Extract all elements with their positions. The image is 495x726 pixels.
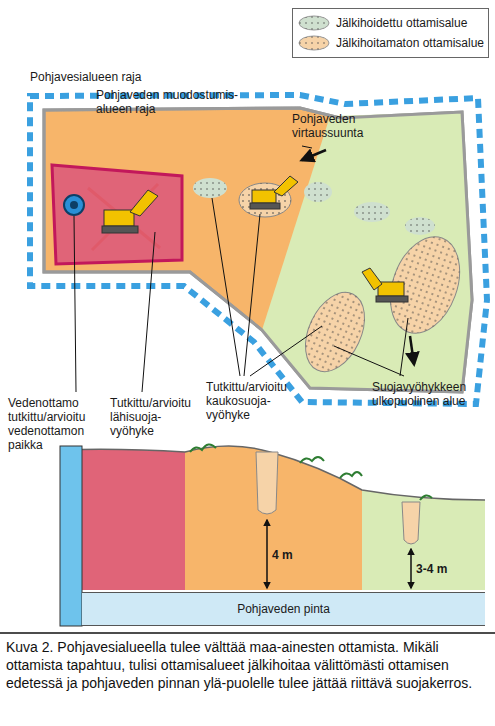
label: 3-4 m	[416, 562, 447, 576]
label: Pohjaveden muodostumis-alueen raja	[96, 88, 246, 116]
legend-swatch	[297, 14, 331, 32]
legend-row: Jälkihoidettu ottamisalue	[297, 13, 484, 33]
legend-text: Jälkihoitamaton ottamisalue	[336, 36, 484, 50]
label: Pohjaveden virtaussuunta	[292, 112, 402, 140]
label: 4 m	[272, 548, 293, 562]
label: Tutkittu/arvioitu kaukosuoja-vyöhyke	[206, 380, 298, 422]
legend-swatch	[297, 34, 331, 52]
label: Vedenottamo tutkittu/arvioitu vedenottam…	[8, 396, 104, 452]
label: Tutkittu/arvioitu lähisuoja-vyöhyke	[110, 396, 200, 438]
label: Suojavyöhykkeen ulkopuolinen alue	[372, 380, 484, 408]
label: Pohjavesialueen raja	[30, 70, 190, 84]
legend-row: Jälkihoitamaton ottamisalue	[297, 33, 484, 53]
legend: Jälkihoidettu ottamisalueJälkihoitamaton…	[292, 8, 489, 58]
caption: Kuva 2. Pohjavesialueella tulee välttää …	[6, 638, 489, 692]
legend-text: Jälkihoidettu ottamisalue	[336, 16, 467, 30]
groundwater-band: Pohjaveden pinta	[82, 592, 485, 626]
band-label: Pohjaveden pinta	[237, 602, 330, 616]
